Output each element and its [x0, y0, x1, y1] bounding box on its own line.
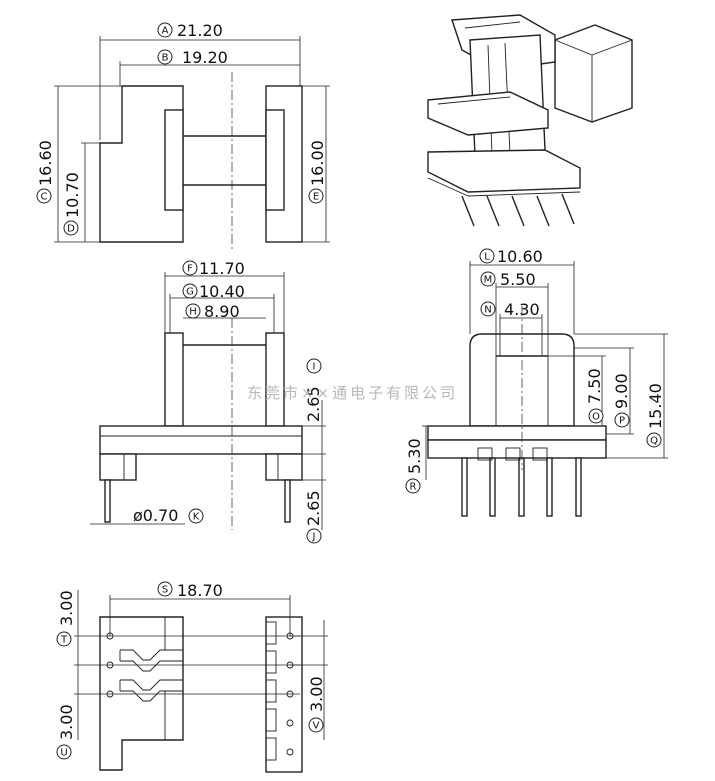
dim-m: M 5.50 [480, 270, 536, 289]
svg-text:10.60: 10.60 [497, 247, 543, 266]
dim-t: T 3.00 [56, 590, 76, 647]
svg-text:D: D [67, 224, 75, 235]
svg-text:5.30: 5.30 [405, 438, 424, 474]
svg-text:B: B [162, 53, 169, 64]
svg-text:9.00: 9.00 [612, 373, 631, 409]
svg-text:3.00: 3.00 [57, 704, 76, 740]
svg-text:Q: Q [650, 436, 658, 447]
svg-text:16.00: 16.00 [308, 140, 327, 186]
svg-text:15.40: 15.40 [646, 383, 665, 429]
dim-n: N 4.30 [480, 300, 540, 319]
company-watermark: 东莞市××通电子有限公司 [247, 384, 458, 402]
dim-g: G 10.40 [182, 282, 245, 301]
dim-v: V 3.00 [307, 676, 326, 733]
svg-text:C: C [41, 192, 48, 203]
dim-o: O 7.50 [585, 368, 604, 424]
svg-text:J: J [312, 532, 316, 543]
svg-text:H: H [189, 307, 197, 318]
svg-text:21.20: 21.20 [177, 21, 223, 40]
svg-text:ø0.70: ø0.70 [133, 506, 178, 525]
svg-text:G: G [186, 287, 194, 298]
dim-k: ø0.70 K [133, 506, 204, 525]
svg-text:8.90: 8.90 [204, 302, 240, 321]
dim-b: B 19.20 [157, 48, 228, 67]
svg-text:P: P [619, 416, 625, 427]
svg-text:R: R [410, 482, 417, 493]
dim-a: A 21.20 [157, 21, 223, 40]
svg-text:T: T [60, 635, 68, 646]
svg-text:19.20: 19.20 [182, 48, 228, 67]
dim-l: L 10.60 [479, 247, 543, 266]
dim-f: F 11.70 [182, 259, 245, 278]
dim-s: S 18.70 [157, 581, 223, 600]
svg-text:M: M [484, 275, 493, 286]
svg-text:K: K [193, 512, 200, 523]
svg-text:2.65: 2.65 [304, 386, 323, 422]
svg-text:S: S [162, 585, 168, 596]
svg-text:7.50: 7.50 [585, 368, 604, 404]
dim-i: I 2.65 [304, 358, 323, 422]
svg-text:O: O [592, 412, 600, 423]
svg-text:F: F [187, 264, 193, 275]
side-view [422, 261, 668, 517]
front-view [90, 272, 326, 530]
dim-q: Q 15.40 [646, 383, 665, 448]
dim-c: C 16.60 [36, 140, 55, 204]
dim-u: U 3.00 [56, 704, 76, 760]
dim-j: J 2.65 [304, 490, 323, 544]
isometric-view [427, 14, 633, 227]
svg-text:10.40: 10.40 [199, 282, 245, 301]
svg-text:18.70: 18.70 [177, 581, 223, 600]
svg-text:5.50: 5.50 [500, 270, 536, 289]
svg-text:2.65: 2.65 [304, 490, 323, 526]
svg-text:11.70: 11.70 [199, 259, 245, 278]
svg-text:L: L [484, 252, 490, 263]
svg-text:I: I [313, 362, 316, 373]
svg-text:4.30: 4.30 [504, 300, 540, 319]
svg-text:E: E [313, 192, 319, 203]
svg-text:3.00: 3.00 [307, 676, 326, 712]
svg-text:V: V [313, 721, 320, 732]
svg-text:U: U [60, 748, 67, 759]
svg-text:10.70: 10.70 [63, 172, 82, 218]
svg-text:3.00: 3.00 [57, 590, 76, 626]
svg-text:A: A [162, 26, 169, 37]
svg-text:N: N [484, 305, 491, 316]
dim-d: D 10.70 [63, 172, 82, 236]
bottom-view [74, 590, 328, 773]
dim-p: P 9.00 [612, 373, 631, 428]
top-view [54, 36, 330, 250]
svg-text:16.60: 16.60 [36, 140, 55, 186]
dim-r: R 5.30 [405, 438, 424, 494]
dim-h: H 8.90 [185, 302, 240, 321]
dim-e: E 16.00 [308, 140, 327, 204]
